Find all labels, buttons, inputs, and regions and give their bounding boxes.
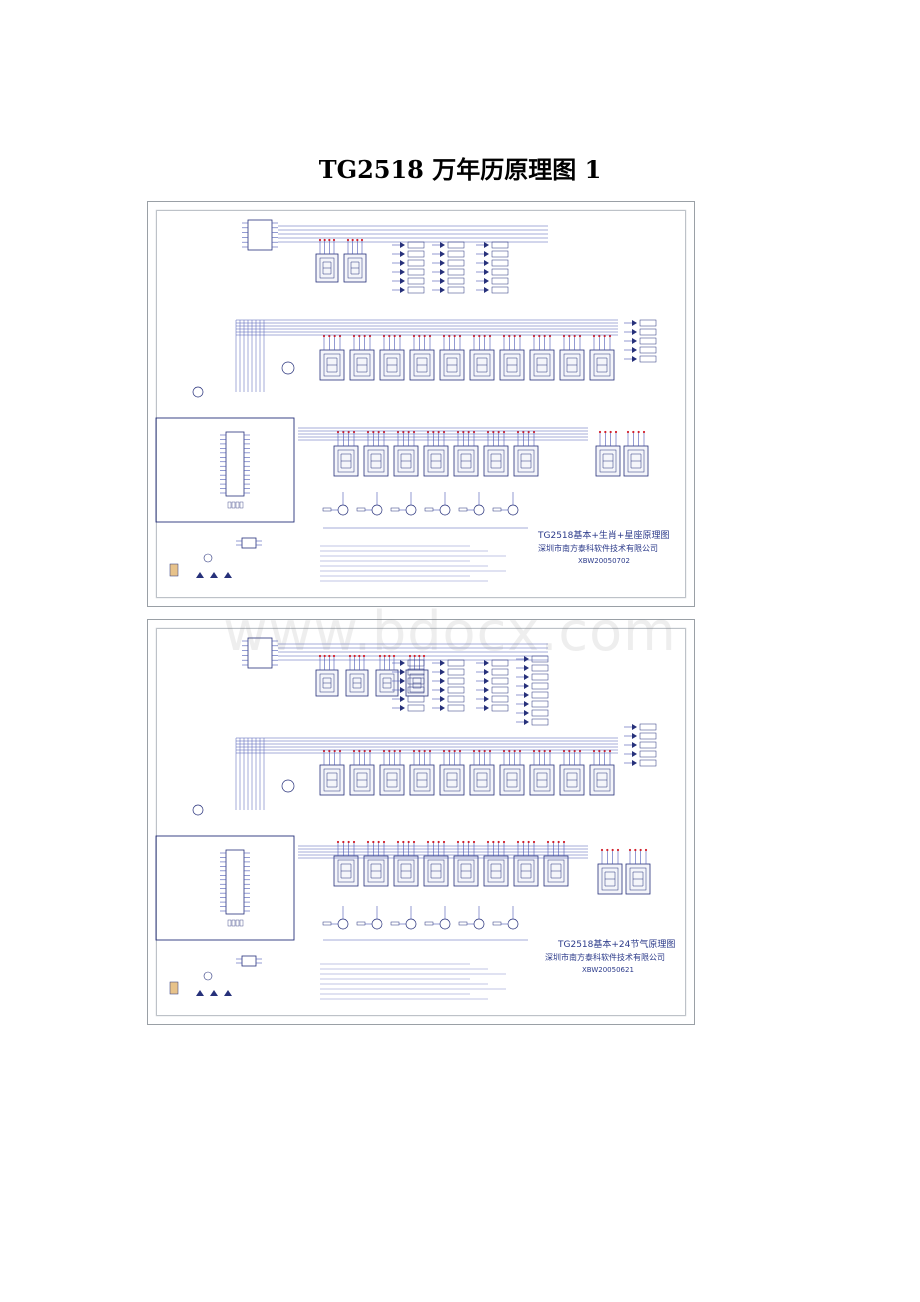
title-block-title: TG2518基本+生肖+星座原理图 xyxy=(537,529,669,541)
title-block-title: TG2518基本+24节气原理图 xyxy=(557,938,675,950)
sheet-border xyxy=(156,628,686,1016)
watermark-text: www.bdocx.com xyxy=(223,600,677,663)
sheet-border xyxy=(156,210,686,598)
title-block-company: 深圳市南方泰科软件技术有限公司 xyxy=(538,543,658,553)
schematic-drawing-2: TG2518基本+24节气原理图 深圳市南方泰科软件技术有限公司 XBW2005… xyxy=(155,627,687,1017)
title-block-company: 深圳市南方泰科软件技术有限公司 xyxy=(545,952,665,962)
schematic-sheet-2: TG2518基本+24节气原理图 深圳市南方泰科软件技术有限公司 XBW2005… xyxy=(147,619,695,1025)
title-block-code: XBW20050621 xyxy=(582,966,634,974)
schematic-drawing-1: TG2518基本+生肖+星座原理图 深圳市南方泰科软件技术有限公司 XBW200… xyxy=(155,209,687,599)
title-block-code: XBW20050702 xyxy=(578,557,630,565)
schematic-sheet-1: TG2518基本+生肖+星座原理图 深圳市南方泰科软件技术有限公司 XBW200… xyxy=(147,201,695,607)
page-title: TG2518 万年历原理图 1 xyxy=(318,155,602,184)
